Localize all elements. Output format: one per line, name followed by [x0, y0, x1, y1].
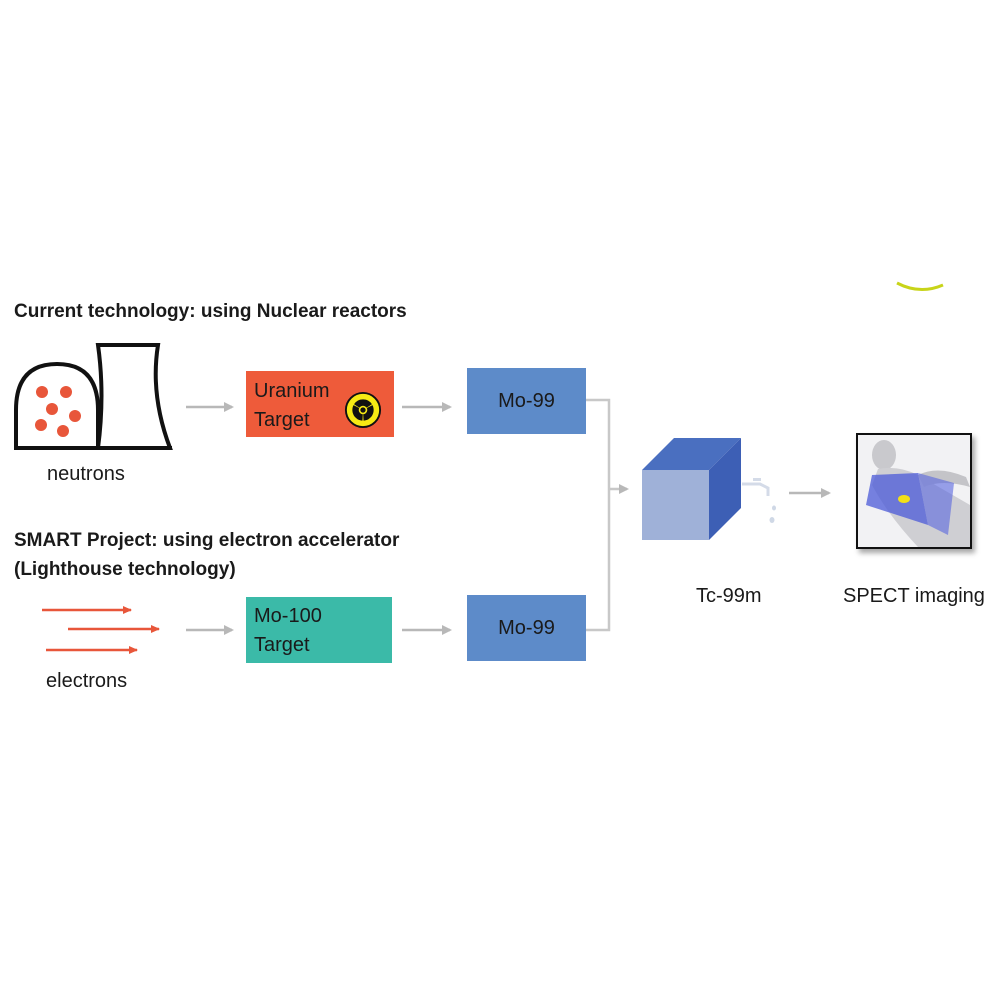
- mo99-label-top: Mo-99: [498, 389, 555, 412]
- electron-beam-icon: [42, 606, 160, 654]
- neutron-particle: [60, 386, 72, 398]
- smart-project-heading: SMART Project: using electron accelerato…: [14, 526, 399, 584]
- neutrons-label: neutrons: [47, 463, 125, 485]
- spect-imaging-label: SPECT imaging: [843, 585, 985, 607]
- mo99-box-bottom: Mo-99: [467, 595, 586, 661]
- cube-top: [642, 438, 741, 470]
- uranium-target-line1: Uranium: [254, 380, 330, 402]
- drop: [769, 517, 775, 523]
- tap-icon: [742, 482, 770, 496]
- mo99-box-top: Mo-99: [467, 368, 586, 434]
- cube-side: [709, 438, 741, 540]
- mo100-target-line1: Mo-100: [254, 605, 322, 627]
- electrons-label: electrons: [46, 670, 128, 692]
- neutron-particle: [57, 425, 69, 437]
- detector-panel: [918, 473, 954, 535]
- smart-project-heading-line1: SMART Project: using electron accelerato…: [14, 530, 400, 551]
- patient-scan-icon: [858, 435, 970, 547]
- neutron-particle: [35, 419, 47, 431]
- decorative-arc: [896, 281, 944, 291]
- uranium-target-box: Uranium Target: [246, 371, 394, 437]
- smart-project-heading-line2: (Lighthouse technology): [14, 559, 236, 580]
- tap-handle: [753, 478, 761, 481]
- reactor-icon: [14, 343, 173, 450]
- mo100-target-line2: Target: [254, 634, 310, 656]
- patient-head: [872, 440, 896, 470]
- drop: [772, 505, 776, 511]
- tracer-hotspot: [898, 495, 910, 503]
- cooling-tower: [95, 343, 173, 450]
- spect-patient-image: [856, 433, 972, 549]
- merge-connector: [586, 398, 611, 632]
- generator-cube-icon: [642, 438, 776, 540]
- neutron-particle: [36, 386, 48, 398]
- uranium-target-line2: Target: [254, 409, 310, 431]
- cube-front: [642, 470, 709, 540]
- neutron-particle: [46, 403, 58, 415]
- mo99-label-bottom: Mo-99: [498, 616, 555, 639]
- mo100-target-box: Mo-100 Target: [246, 597, 392, 663]
- neutron-particle: [69, 410, 81, 422]
- detector-panel: [866, 473, 928, 525]
- tc99m-label: Tc-99m: [696, 585, 762, 607]
- radiation-icon: [344, 391, 382, 429]
- current-technology-heading: Current technology: using Nuclear reacto…: [14, 301, 407, 322]
